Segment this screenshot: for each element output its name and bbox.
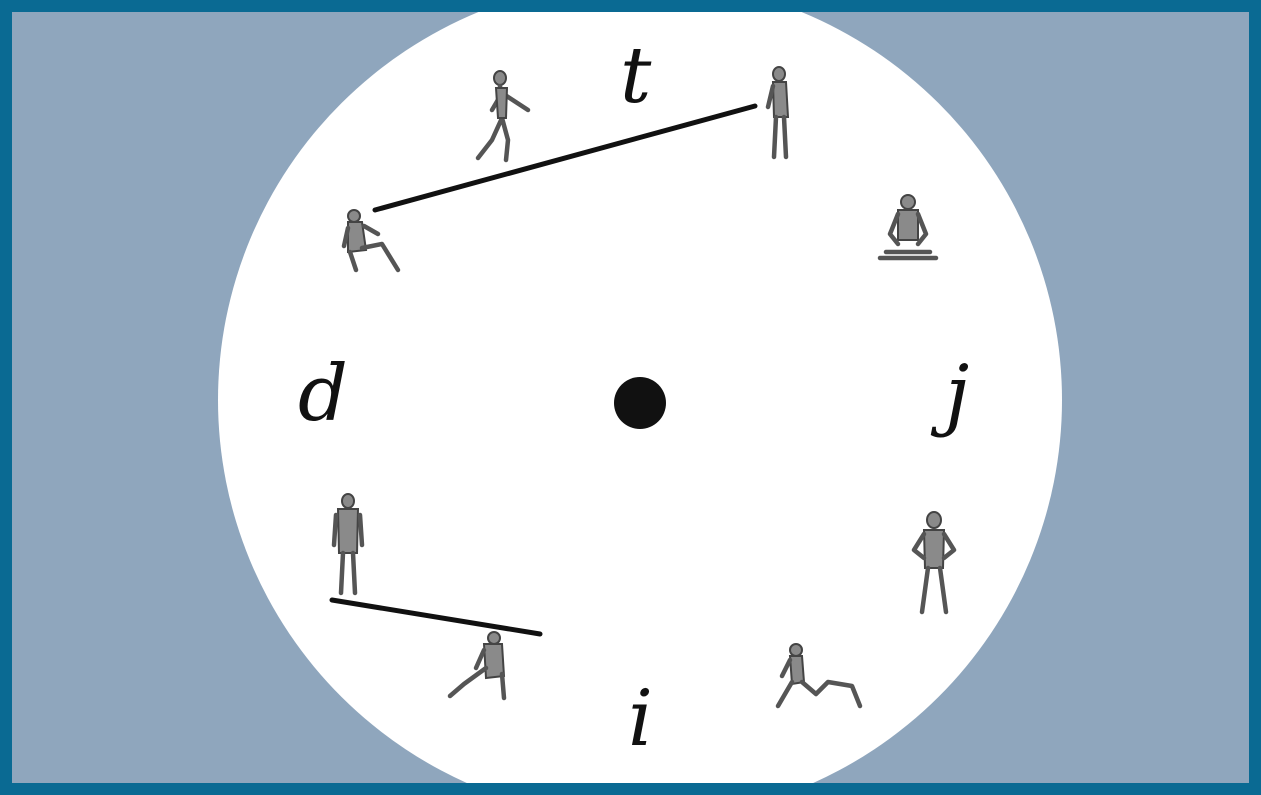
center-dot — [614, 377, 666, 429]
label-d: d — [298, 349, 348, 439]
label-i: i — [628, 674, 653, 764]
label-t: t — [620, 31, 652, 121]
